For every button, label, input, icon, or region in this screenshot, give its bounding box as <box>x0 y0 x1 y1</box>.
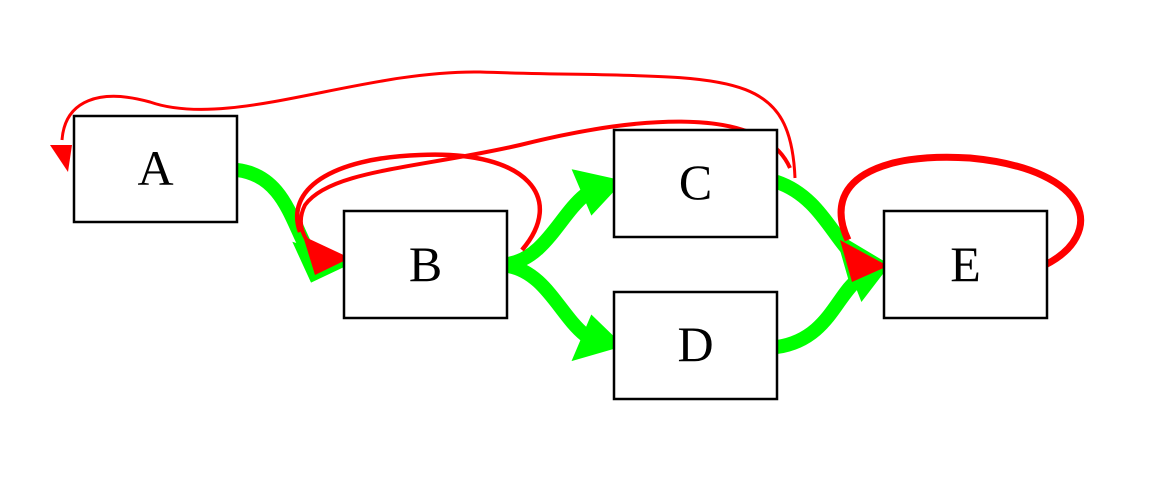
node-e: E <box>882 209 1049 320</box>
edge-b-to-d-arrowhead <box>571 314 624 362</box>
back-edges <box>50 70 1084 282</box>
edge-b-to-c-arrowhead <box>571 169 624 216</box>
node-d-label: D <box>677 316 713 372</box>
edge-b-to-d <box>501 259 592 342</box>
node-c-label: C <box>679 154 712 210</box>
edge-b-b-arrowhead <box>303 236 350 275</box>
edge-e-e-arrowhead <box>840 240 888 282</box>
edge-b-to-c <box>501 188 592 271</box>
node-a-label: A <box>137 140 173 196</box>
node-d-box <box>612 290 779 401</box>
edge-d-to-e <box>770 275 862 354</box>
node-e-label: E <box>950 236 981 292</box>
edge-e-to-e <box>837 153 1084 269</box>
edge-c-to-a-arrowhead <box>50 145 72 172</box>
node-b-box <box>342 209 509 320</box>
node-c: C <box>612 128 779 239</box>
edge-b-to-b <box>294 152 542 252</box>
node-a-box <box>72 114 239 224</box>
edge-c-to-a <box>60 70 797 179</box>
node-c-box <box>612 128 779 239</box>
node-b-label: B <box>409 236 442 292</box>
node-a: A <box>72 114 239 224</box>
node-e-box <box>882 209 1049 320</box>
node-b: B <box>342 209 509 320</box>
edge-a-to-b <box>230 163 312 252</box>
node-d: D <box>612 290 779 401</box>
